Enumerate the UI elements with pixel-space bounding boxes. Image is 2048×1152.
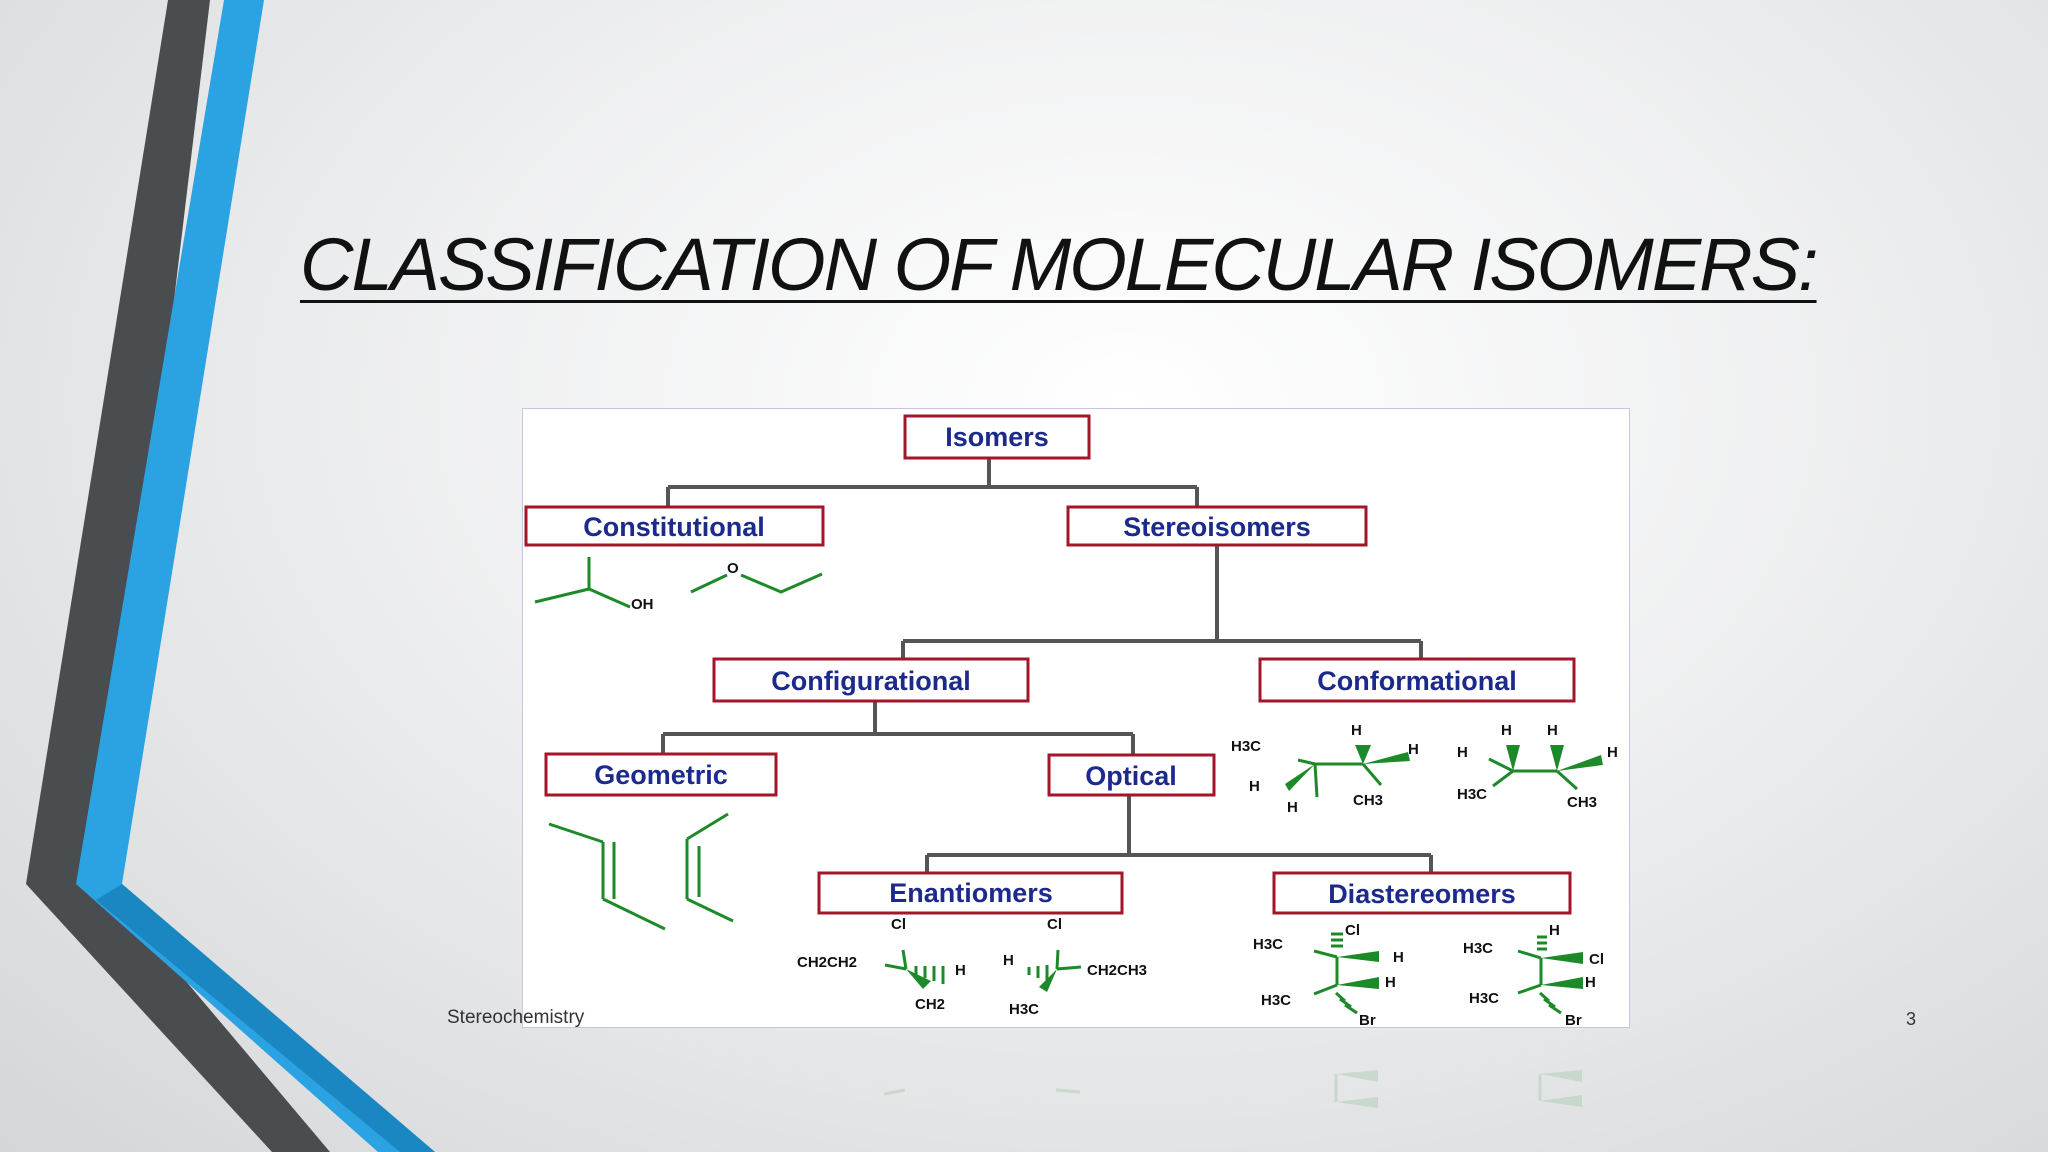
- structure-ether: [690, 572, 823, 594]
- label-br-dia1: Br: [1359, 1012, 1376, 1029]
- node-enantiomers: Enantiomers: [817, 871, 1124, 915]
- label-h-dia1-b: H: [1385, 974, 1396, 991]
- structure-enantiomer-2: [1027, 949, 1082, 992]
- label-cl-en2: Cl: [1047, 916, 1062, 933]
- label-cl-dia1: Cl: [1345, 922, 1360, 939]
- node-conformational: Conformational: [1258, 657, 1576, 703]
- node-isomers: Isomers: [903, 414, 1091, 460]
- blue-accent-bar: [76, 0, 435, 1152]
- label-br-dia2: Br: [1565, 1012, 1582, 1029]
- label-ch2-en1: CH2: [915, 996, 945, 1013]
- label-h-dia2-top: H: [1549, 922, 1560, 939]
- label-h-conf2-c: H: [1457, 744, 1468, 761]
- structure-diastereomer-1: [1313, 932, 1379, 1015]
- label-h3c-conf1: H3C: [1231, 738, 1261, 755]
- diagram-reflection: [522, 1030, 1630, 1152]
- label-h3c-dia1-top: H3C: [1253, 936, 1283, 953]
- structure-enantiomer-1: [884, 949, 945, 989]
- label-h-en1: H: [955, 962, 966, 979]
- tree-connectors: [661, 459, 1433, 873]
- node-configurational: Configurational: [712, 657, 1030, 703]
- node-conformational-label: Conformational: [1317, 666, 1517, 696]
- structure-staggered-ethane: [1285, 745, 1410, 798]
- label-h3c-dia2-top: H3C: [1463, 940, 1493, 957]
- dark-accent-bar: [26, 0, 330, 1152]
- structure-eclipsed-ethane: [1488, 745, 1603, 791]
- label-h-conf1-right: H: [1408, 741, 1419, 758]
- isomer-classification-diagram: Isomers Constitutional Stereoisomers Con…: [522, 408, 1630, 1029]
- label-h-en2: H: [1003, 952, 1014, 969]
- label-h-conf1-left: H: [1249, 778, 1260, 795]
- node-constitutional-label: Constitutional: [583, 512, 764, 542]
- label-cl-en1: Cl: [891, 916, 906, 933]
- label-h3c-dia1-bottom: H3C: [1261, 992, 1291, 1009]
- structure-diastereomer-2: [1517, 935, 1583, 1015]
- node-stereoisomers: Stereoisomers: [1066, 505, 1368, 547]
- node-geometric-label: Geometric: [594, 760, 728, 790]
- label-oh: OH: [631, 596, 654, 613]
- diagram-svg: Isomers Constitutional Stereoisomers Con…: [524, 414, 1618, 1029]
- label-h-conf2-d: H: [1607, 744, 1618, 761]
- label-h-dia1-a: H: [1393, 949, 1404, 966]
- label-ch2ch2-en1: CH2CH2: [797, 954, 857, 971]
- label-h-conf2-b: H: [1547, 722, 1558, 739]
- node-enantiomers-label: Enantiomers: [889, 878, 1053, 908]
- blue-accent-shade: [96, 884, 435, 1152]
- label-ch2ch3-en2: CH2CH3: [1087, 962, 1147, 979]
- structure-trans-butene: [548, 822, 666, 931]
- reflection-svg: [883, 1070, 1582, 1108]
- node-diastereomers: Diastereomers: [1272, 871, 1572, 915]
- node-isomers-label: Isomers: [945, 422, 1049, 452]
- label-h-dia2-b: H: [1585, 974, 1596, 991]
- label-cl-dia2: Cl: [1589, 951, 1604, 968]
- label-ch3-conf1: CH3: [1353, 792, 1383, 809]
- label-h-conf1-top: H: [1351, 722, 1362, 739]
- footer-text: Stereochemistry: [447, 1007, 585, 1028]
- node-diastereomers-label: Diastereomers: [1328, 879, 1516, 909]
- structure-cis-butene: [685, 812, 734, 923]
- node-optical-label: Optical: [1085, 761, 1177, 791]
- label-h-conf2-a: H: [1501, 722, 1512, 739]
- label-h-conf1-bottom: H: [1287, 799, 1298, 816]
- structure-isopropanol: [534, 557, 631, 609]
- label-h3c-dia2-bottom: H3C: [1469, 990, 1499, 1007]
- label-ch3-conf2: CH3: [1567, 794, 1597, 811]
- node-stereoisomers-label: Stereoisomers: [1123, 512, 1311, 542]
- node-optical: Optical: [1047, 753, 1216, 797]
- label-o: O: [727, 560, 739, 577]
- node-constitutional: Constitutional: [524, 505, 825, 547]
- label-h3c-conf2: H3C: [1457, 786, 1487, 803]
- label-h3c-en2: H3C: [1009, 1001, 1039, 1018]
- node-geometric: Geometric: [544, 752, 778, 797]
- slide-number: 3: [1906, 1009, 1917, 1029]
- decorative-accent-bars: [26, 0, 435, 1152]
- slide-title: CLASSIFICATION OF MOLECULAR ISOMERS:: [300, 223, 1819, 306]
- node-configurational-label: Configurational: [771, 666, 970, 696]
